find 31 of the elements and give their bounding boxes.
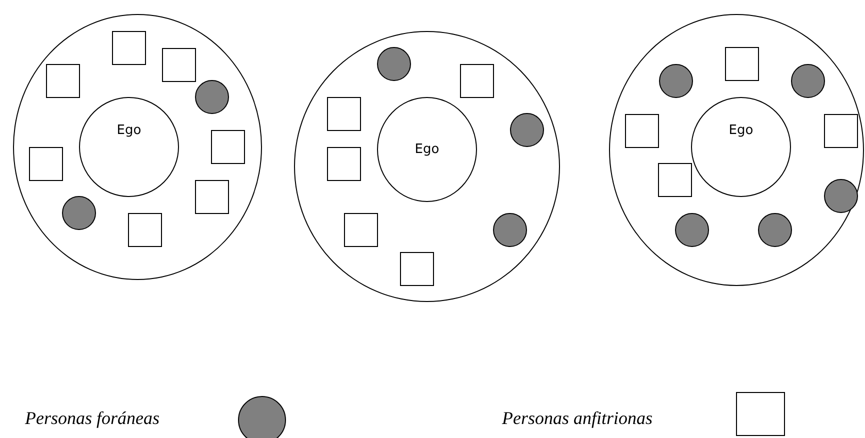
person-square — [658, 163, 692, 197]
person-square — [344, 213, 378, 247]
person-square — [824, 114, 858, 148]
person-square — [725, 47, 759, 81]
legend-label: Personas foráneas — [25, 408, 160, 429]
person-circle — [510, 113, 544, 147]
person-square — [460, 64, 494, 98]
person-square — [112, 31, 146, 65]
person-square — [211, 130, 245, 164]
ego-label: Ego — [728, 124, 754, 137]
person-square — [400, 252, 434, 286]
ego-label: Ego — [414, 143, 440, 156]
person-circle — [824, 179, 858, 213]
person-square — [327, 147, 361, 181]
person-square — [327, 97, 361, 131]
person-square — [46, 64, 80, 98]
person-circle — [758, 213, 792, 247]
person-circle — [195, 80, 229, 114]
legend-label: Personas anfitrionas — [502, 408, 653, 429]
person-square — [162, 48, 196, 82]
person-circle — [675, 213, 709, 247]
person-square — [29, 147, 63, 181]
person-circle — [791, 64, 825, 98]
person-circle — [377, 47, 411, 81]
person-circle — [493, 213, 527, 247]
person-square — [195, 180, 229, 214]
person-square — [625, 114, 659, 148]
person-circle — [62, 196, 96, 230]
person-square — [128, 213, 162, 247]
person-circle — [659, 64, 693, 98]
ego-label: Ego — [116, 124, 142, 137]
